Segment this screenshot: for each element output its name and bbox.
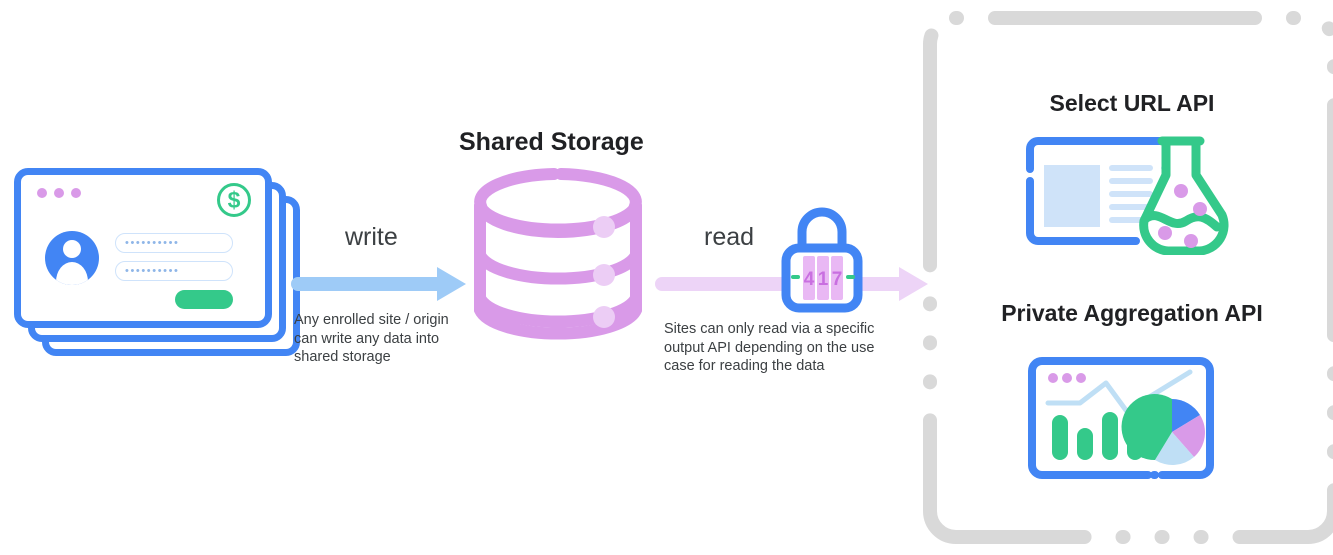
dollar-badge-icon: $ [217, 183, 251, 217]
window-dot-3 [71, 188, 81, 198]
avatar-icon [45, 231, 99, 285]
write-label: write [345, 223, 398, 251]
write-arrow [290, 266, 467, 307]
window-dot-2 [54, 188, 64, 198]
avatar-body [56, 262, 88, 285]
lock-digit-2: 1 [818, 269, 829, 290]
shared-storage-title: Shared Storage [459, 128, 644, 156]
window-dots [37, 188, 81, 198]
publisher-site-windows: $ •••••••••• •••••••••• [14, 168, 304, 363]
private-aggregation-api-title: Private Aggregation API [1001, 300, 1263, 326]
dollar-glyph: $ [227, 186, 241, 213]
password-field-2[interactable]: •••••••••• [115, 261, 233, 281]
password-field-1[interactable]: •••••••••• [115, 233, 233, 253]
write-caption: Any enrolled site / origin can write any… [294, 312, 449, 365]
output-apis-panel: Select URL API [922, 10, 1333, 545]
shared-storage-database-icon [466, 165, 650, 355]
window-dot-1 [37, 188, 47, 198]
browser-window-front: $ •••••••••• •••••••••• [14, 168, 272, 328]
combination-lock-icon: 4 1 7 [778, 204, 866, 319]
lock-digit-1: 4 [804, 269, 815, 290]
lock-digit-3: 7 [832, 269, 843, 290]
read-label: read [704, 223, 755, 251]
browser-with-charts-icon [1022, 355, 1230, 490]
browser-with-flask-icon [1014, 135, 1234, 260]
submit-button[interactable] [175, 290, 233, 309]
avatar-head [63, 240, 81, 258]
read-caption: Sites can only read via a specific outpu… [664, 321, 875, 374]
select-url-api-title: Select URL API [1049, 90, 1215, 116]
